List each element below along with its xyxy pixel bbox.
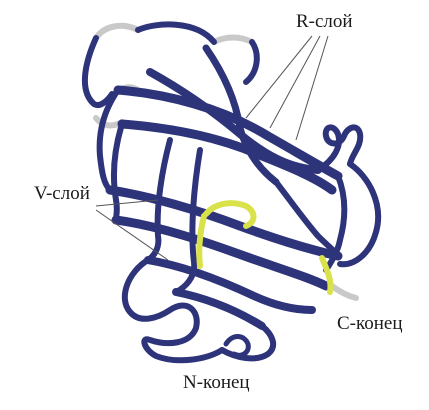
grey-loop-top bbox=[214, 38, 252, 43]
c-terminus-label: С-конец bbox=[337, 314, 403, 333]
v-strand-2 bbox=[116, 220, 326, 286]
ribbon-strands bbox=[85, 24, 378, 360]
v-layer-label: V-слой bbox=[34, 184, 90, 203]
grey-loop-c-term bbox=[332, 286, 356, 298]
grey-loop-top-left bbox=[96, 26, 138, 38]
leader-v-1 bbox=[96, 200, 158, 206]
r-layer-label: R-слой bbox=[296, 12, 353, 31]
beta-strand-1 bbox=[118, 90, 338, 176]
n-terminus-label: N-конец bbox=[183, 373, 250, 392]
loop-left-mid bbox=[114, 124, 122, 220]
leader-r-2 bbox=[270, 36, 320, 128]
